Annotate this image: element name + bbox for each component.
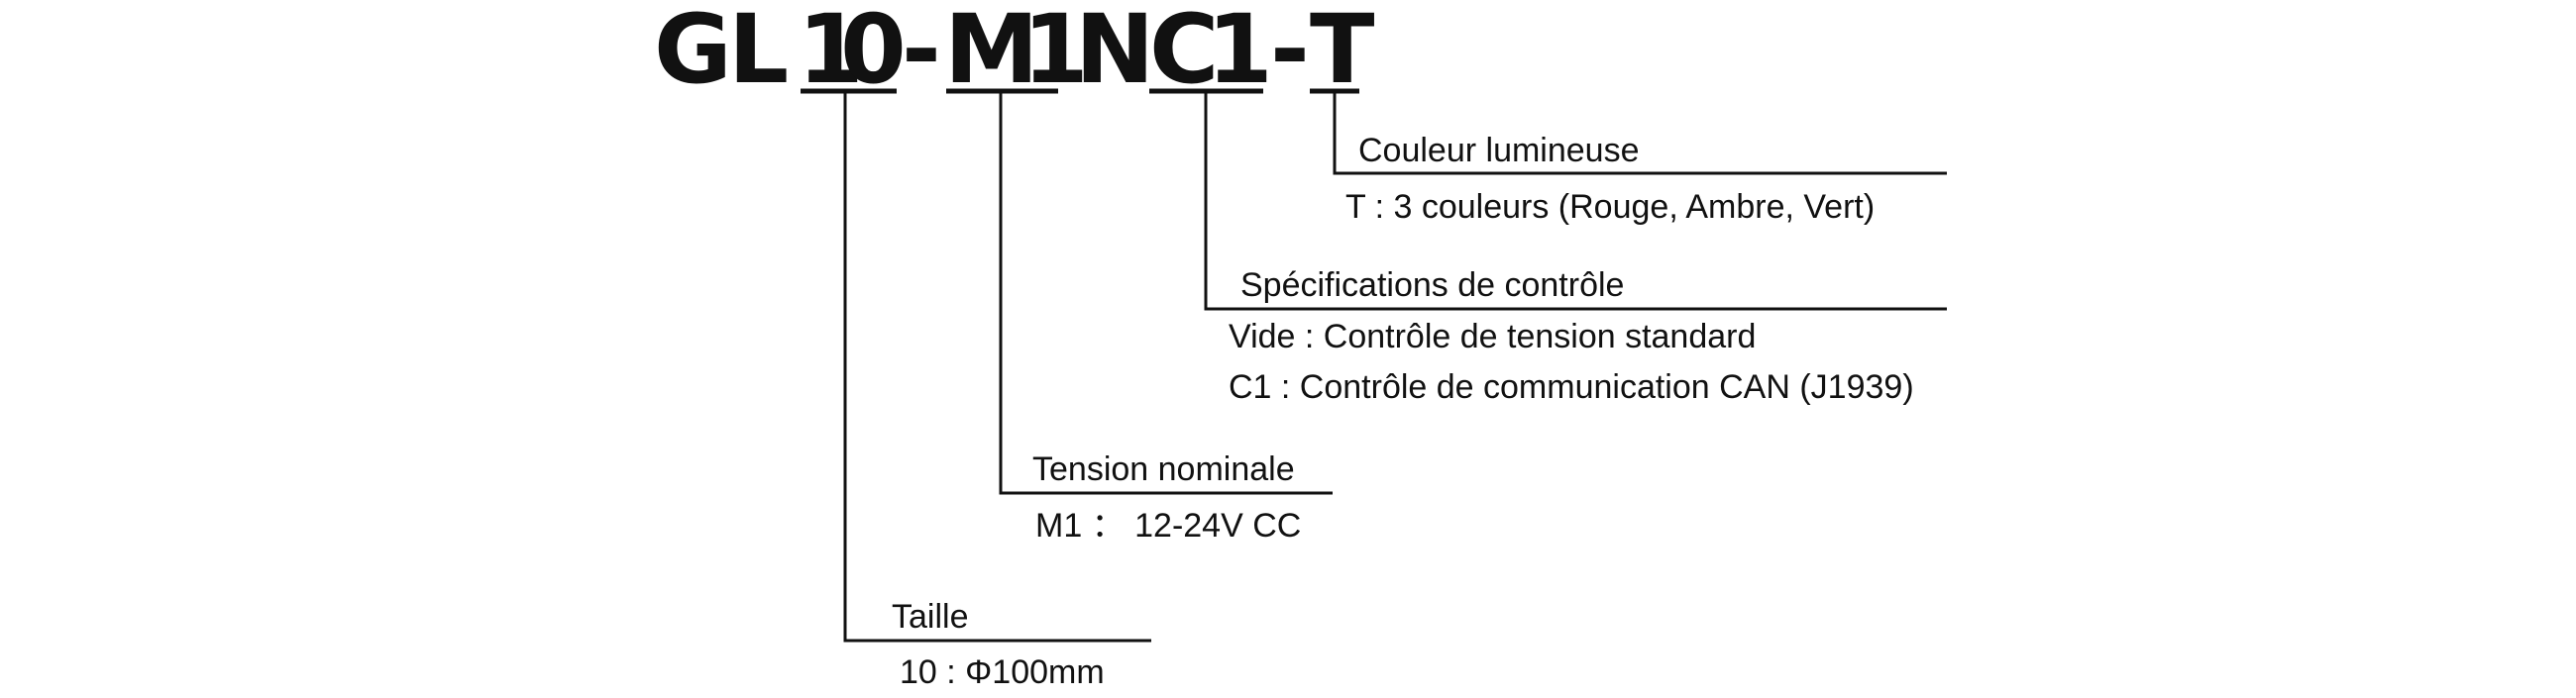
leader-lines — [843, 91, 1947, 643]
leader-line-voltage — [999, 91, 1333, 495]
callout-size-title: Taille — [892, 598, 968, 636]
callout-voltage: Tension nominale M1 ： 12-24V CC — [1032, 450, 1301, 545]
callout-color-title: Couleur lumineuse — [1358, 132, 1640, 169]
code-char-dash-1: - — [902, 0, 941, 105]
callout-control-option-1: Vide : Contrôle de tension standard — [1229, 318, 1756, 355]
code-char-g: G — [654, 0, 732, 105]
leader-line-control — [1204, 91, 1947, 311]
callout-control: Spécifications de contrôle Vide : Contrô… — [1229, 266, 1914, 406]
callout-color-option-1: T : 3 couleurs (Rouge, Ambre, Vert) — [1345, 188, 1875, 226]
code-char-size-1: 1 — [798, 0, 864, 105]
callout-control-title: Spécifications de contrôle — [1240, 266, 1624, 304]
callout-voltage-title: Tension nominale — [1032, 450, 1295, 488]
model-code: G L 1 0 - M 1 N C 1 - T — [654, 0, 1374, 105]
code-char-voltage-m: M — [944, 0, 1039, 105]
code-char-size-0: 0 — [840, 0, 907, 105]
callout-size-option-1: 10 : Φ100mm — [900, 653, 1105, 691]
code-char-control-c: C — [1149, 0, 1219, 105]
code-char-control-1: 1 — [1207, 0, 1273, 105]
code-char-voltage-1: 1 — [1022, 0, 1089, 105]
leader-line-color — [1333, 91, 1947, 175]
callout-voltage-option-1: M1 ： 12-24V CC — [1035, 507, 1301, 545]
callout-size: Taille 10 : Φ100mm — [892, 598, 1105, 691]
code-char-l: L — [728, 0, 789, 105]
leader-line-size — [843, 91, 1151, 643]
code-char-color-t: T — [1310, 0, 1374, 105]
code-char-n: N — [1075, 0, 1154, 105]
callout-control-option-2: C1 : Contrôle de communication CAN (J193… — [1229, 368, 1914, 406]
code-char-dash-2: - — [1270, 0, 1310, 105]
callout-color: Couleur lumineuse T : 3 couleurs (Rouge,… — [1345, 132, 1875, 226]
